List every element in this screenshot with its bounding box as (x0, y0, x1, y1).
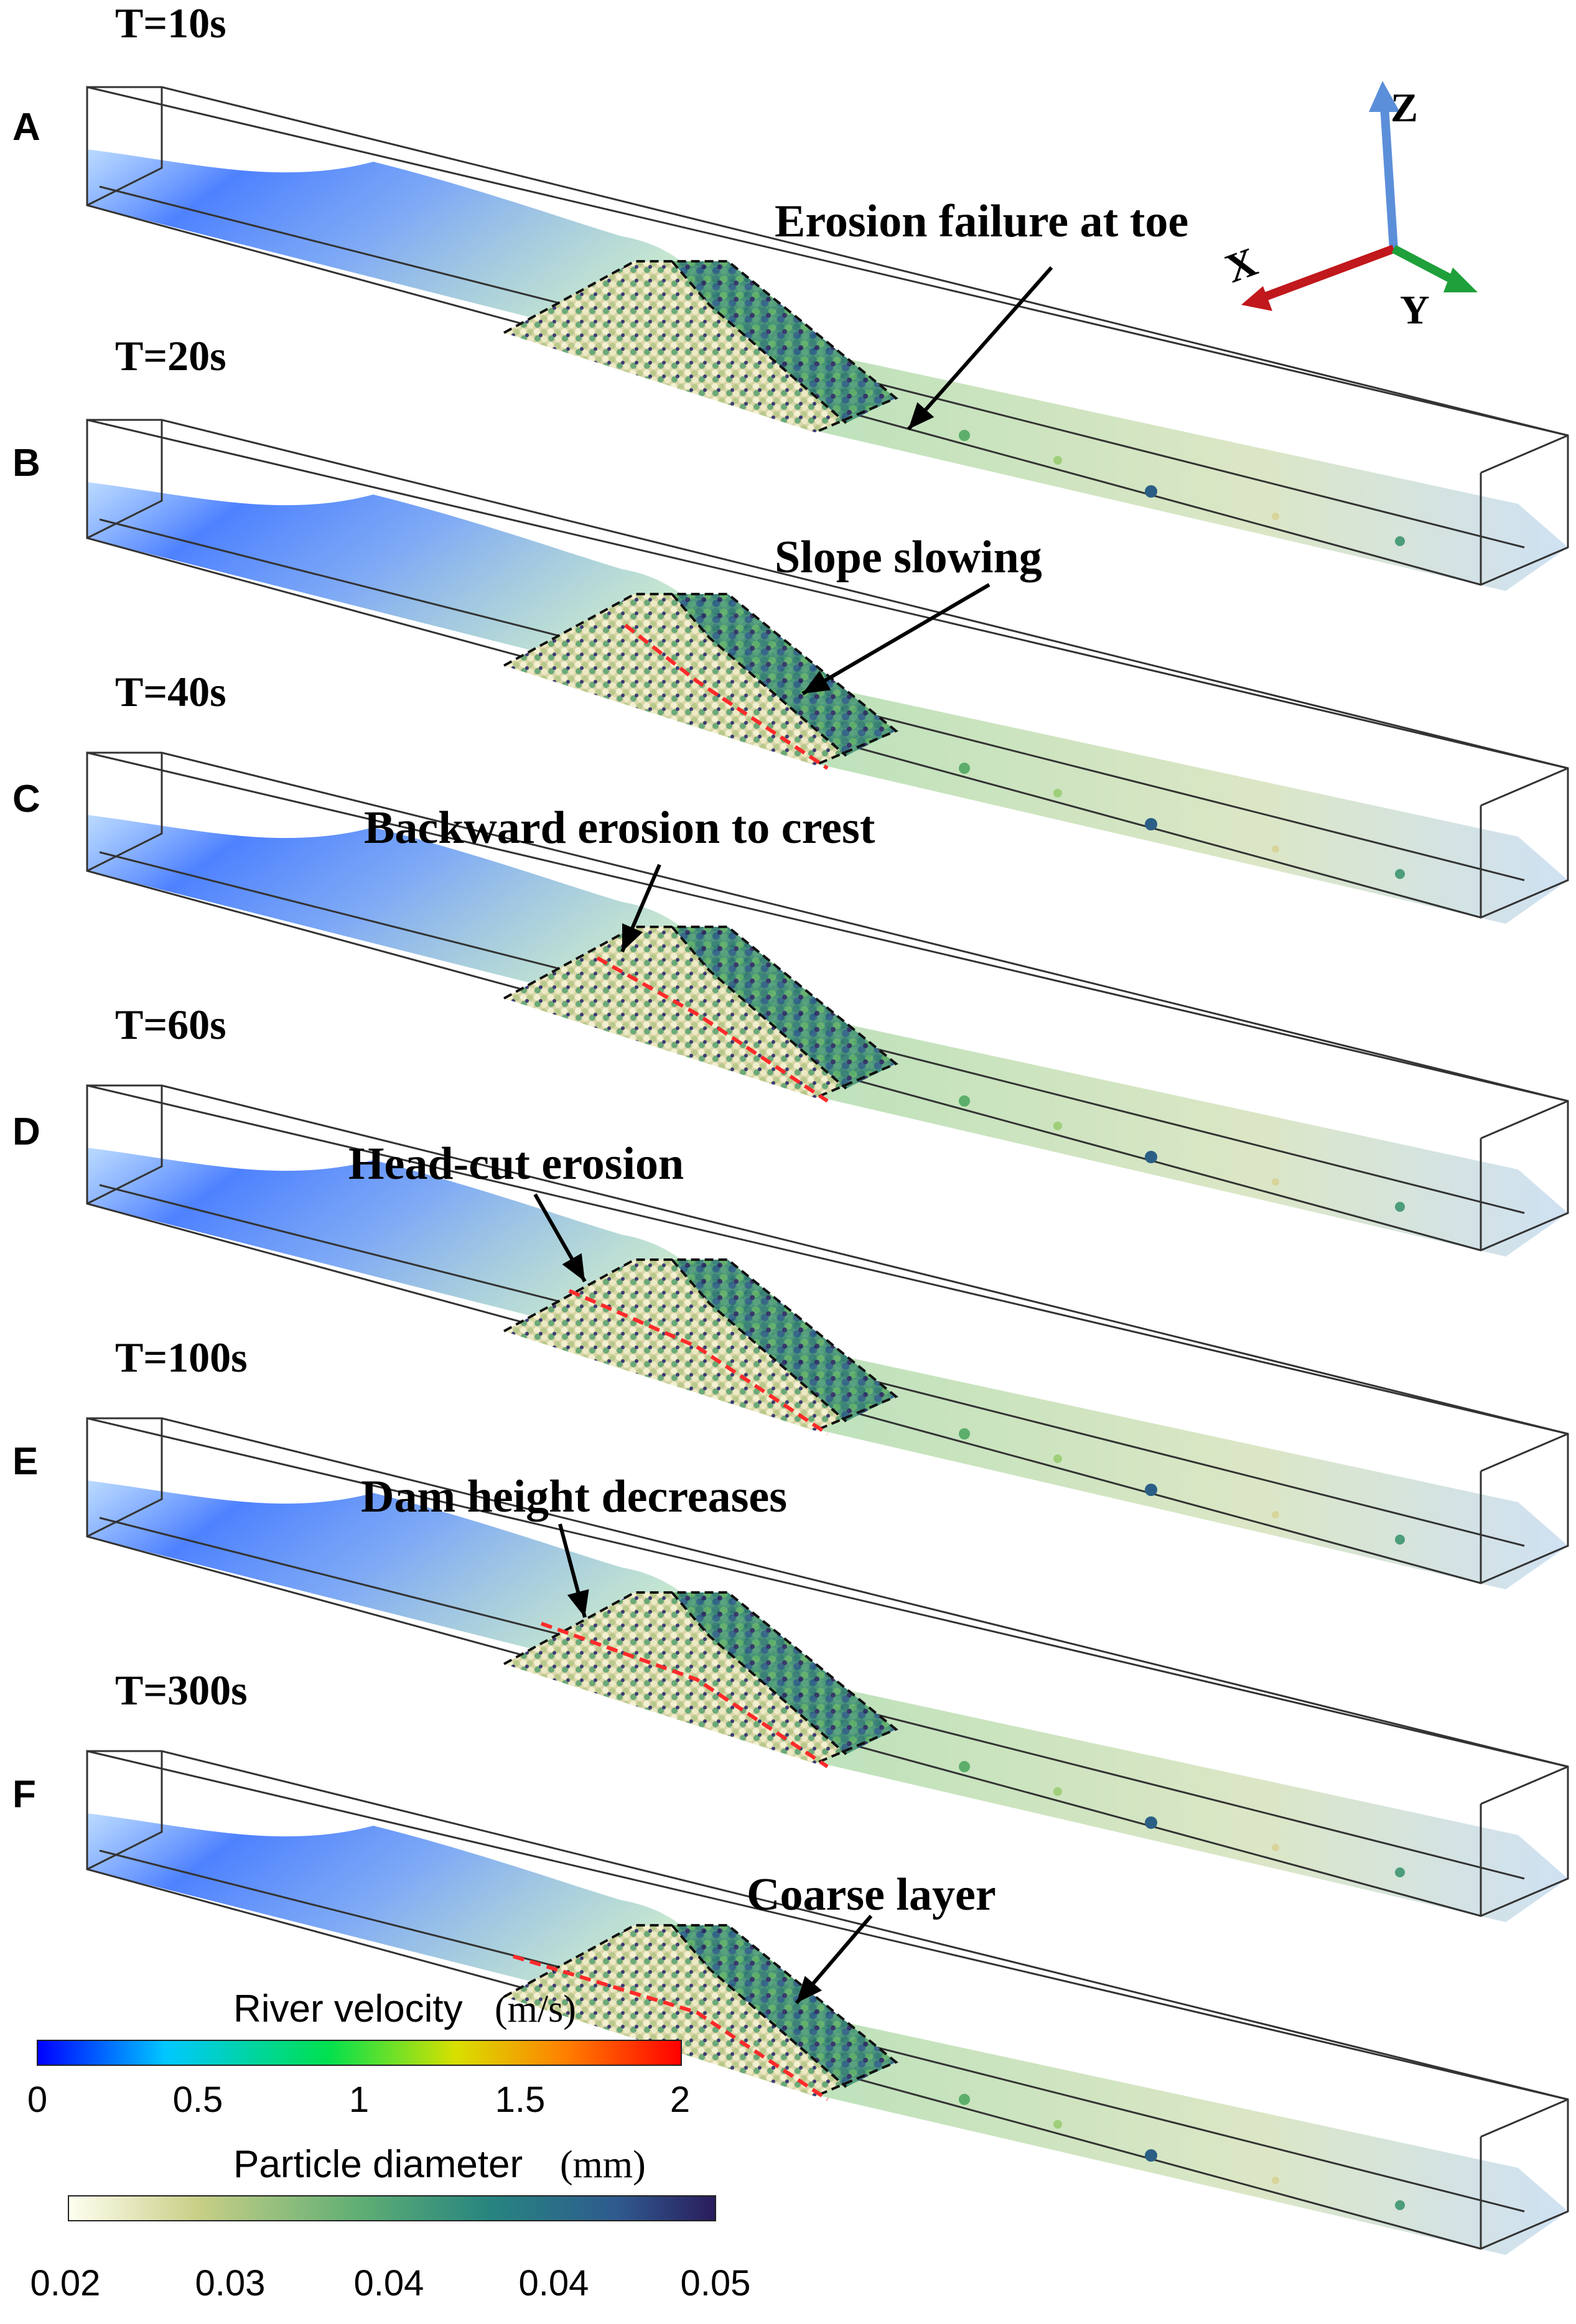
velocity-colorbar: River velocity (m/s) 0 0.5 1 1.5 2 (27, 1987, 690, 2120)
diameter-colorbar: Particle diameter (mm) 0.02 0.03 0.04 0.… (30, 2143, 751, 2303)
x-axis-arrowhead (1241, 286, 1272, 311)
velocity-colorbar-title: River velocity (233, 1987, 463, 2030)
z-axis-arrow (1380, 105, 1398, 249)
panel-letter: D (12, 1110, 40, 1153)
y-axis-label: Y (1400, 287, 1430, 333)
axes-triad: Z X Y (1219, 81, 1478, 333)
panel-time: T=60s (115, 1001, 226, 1048)
panel-letter: A (12, 106, 40, 149)
velocity-colorbar-unit: (m/s) (495, 1988, 576, 2030)
z-axis-label: Z (1391, 85, 1418, 131)
annotation-arrowhead (908, 402, 935, 429)
failure-surface-line (624, 623, 829, 770)
panel-letter: C (12, 778, 40, 820)
y-axis-arrowhead (1443, 267, 1478, 292)
velocity-tick: 1 (349, 2080, 369, 2120)
annotation-text: Dam height decreases (361, 1471, 787, 1522)
annotation-text: Head-cut erosion (348, 1138, 684, 1189)
annotation-text: Backward erosion to crest (364, 802, 875, 853)
y-axis-arrow (1391, 244, 1462, 287)
annotation-arrowhead (796, 1976, 822, 2003)
annotation-text: Erosion failure at toe (775, 196, 1188, 247)
failure-surface-line (596, 956, 829, 1103)
velocity-tick: 2 (670, 2080, 690, 2120)
diameter-tick: 0.04 (519, 2263, 589, 2303)
diameter-tick: 0.04 (354, 2263, 424, 2303)
z-axis-arrowhead (1369, 81, 1400, 112)
diameter-colorbar-unit: (mm) (560, 2144, 646, 2186)
velocity-tick: 0 (27, 2080, 47, 2120)
failure-surface-line (513, 1954, 829, 2101)
x-axis-label: X (1219, 239, 1263, 292)
panel-time: T=20s (115, 332, 226, 379)
panel-letter: B (12, 442, 40, 485)
failure-surface-line (540, 1622, 829, 1769)
annotation-text: Coarse layer (747, 1869, 996, 1920)
annotation-text: Slope slowing (775, 532, 1042, 583)
diameter-tick: 0.02 (30, 2263, 101, 2303)
velocity-gradient-bar (37, 2040, 682, 2066)
annotation-arrow (801, 583, 991, 695)
annotation-arrowhead (803, 671, 831, 694)
panel-time: T=10s (115, 0, 226, 47)
diameter-tick: 0.03 (195, 2263, 266, 2303)
panel-time: T=40s (115, 668, 226, 715)
diameter-gradient-bar (68, 2195, 716, 2221)
annotation-arrow (907, 266, 1053, 430)
annotation-arrowhead (562, 1253, 585, 1281)
diameter-tick: 0.05 (681, 2263, 751, 2303)
panel-time: T=300s (115, 1666, 248, 1714)
panel-letter: F (12, 1773, 36, 1816)
failure-surface-line (568, 1289, 829, 1436)
annotation-arrowhead (567, 1589, 589, 1617)
panel-time: T=100s (115, 1334, 248, 1381)
annotation-arrowhead (622, 923, 643, 952)
velocity-tick: 0.5 (173, 2080, 223, 2120)
velocity-tick: 1.5 (495, 2080, 546, 2120)
x-axis-arrow (1258, 244, 1396, 303)
panel-letter: E (12, 1440, 38, 1483)
diameter-colorbar-title: Particle diameter (233, 2143, 523, 2186)
